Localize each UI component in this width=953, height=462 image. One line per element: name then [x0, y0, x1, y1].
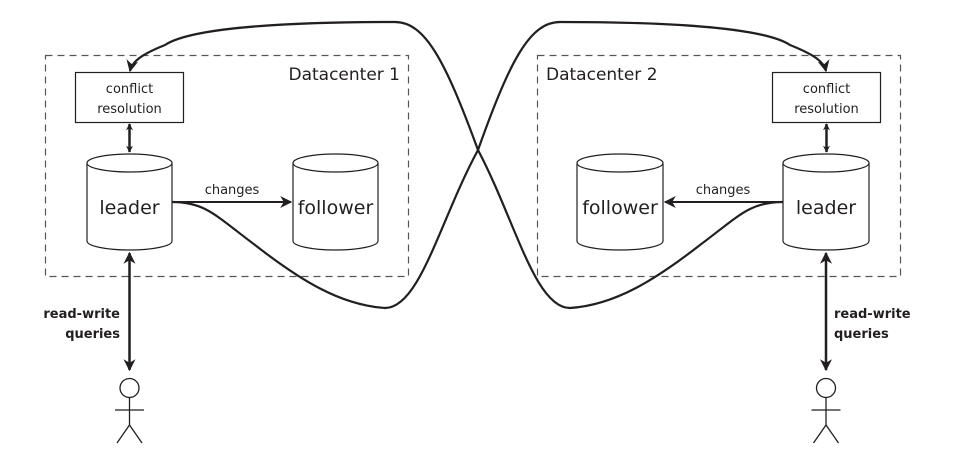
datacenter-1-follower-database-icon: follower — [292, 153, 379, 251]
conflict-resolution-line1: conflict — [803, 82, 850, 97]
conflict-resolution-line1: conflict — [106, 82, 153, 97]
datacenter-2-changes-label: changes — [696, 183, 751, 198]
datacenter-1-title: Datacenter 1 — [288, 65, 400, 85]
cross-link-dc2-leader-to-dc1-conflict-resolution — [126, 20, 784, 310]
datacenter-2-leader-label: leader — [796, 197, 856, 219]
datacenter-2: Datacenter 2 conflict resolution leader … — [536, 54, 911, 444]
datacenter-2-user-icon — [811, 377, 841, 444]
datacenter-2-client-label-line1: read-write — [834, 307, 911, 322]
datacenter-1: Datacenter 1 conflict resolution leader … — [43, 54, 410, 444]
datacenter-2-boundary — [536, 54, 902, 278]
datacenter-1-leader-label: leader — [99, 197, 159, 219]
conflict-resolution-line2: resolution — [794, 102, 859, 117]
datacenter-1-client-label-line1: read-write — [43, 307, 120, 322]
cross-link-dc1-leader-to-dc2-conflict-resolution — [171, 20, 830, 310]
datacenter-2-leader-database-icon: leader — [782, 153, 870, 251]
datacenter-1-follower-label: follower — [298, 197, 374, 219]
datacenter-2-conflict-resolution: conflict resolution — [771, 71, 882, 124]
datacenter-1-client-label-line2: queries — [65, 327, 120, 342]
datacenter-2-title: Datacenter 2 — [546, 65, 658, 85]
datacenter-2-client-label-line2: queries — [834, 327, 889, 342]
datacenter-1-conflict-resolution: conflict resolution — [74, 71, 185, 124]
datacenter-2-follower-label: follower — [582, 197, 658, 219]
datacenter-1-boundary — [44, 54, 410, 278]
datacenter-2-follower-database-icon: follower — [576, 153, 664, 251]
conflict-resolution-line2: resolution — [97, 102, 162, 117]
datacenter-1-user-icon — [115, 377, 144, 444]
datacenter-1-changes-label: changes — [205, 183, 260, 198]
datacenter-1-leader-database-icon: leader — [86, 153, 173, 251]
